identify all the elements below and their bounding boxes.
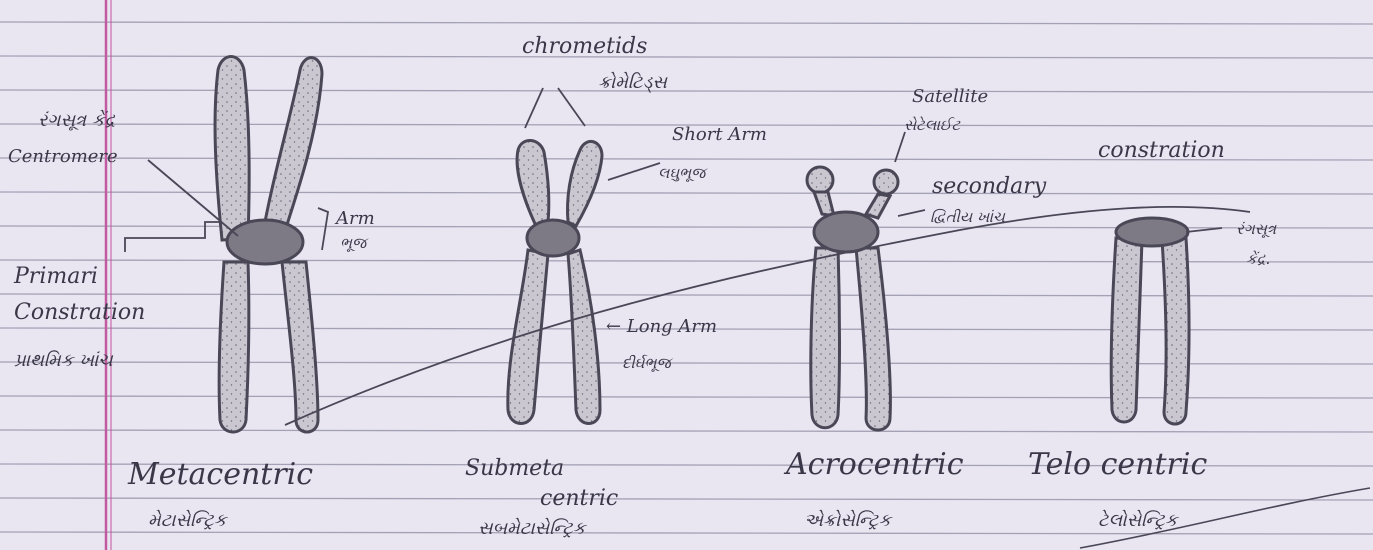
centromere (227, 220, 303, 264)
short-arm-pointer (608, 163, 660, 180)
metacentric-label: Metacentric (128, 460, 313, 490)
arm-guj-label: ભૂજ (340, 236, 366, 251)
submetacentric-label-1: Submeta (465, 458, 564, 480)
secondary-constriction-guj-label: દ્વિતીય ખાંચ (930, 210, 1005, 225)
centromere (1116, 218, 1188, 246)
metacentric-guj-label: મેટાસેન્ટ્રિક (148, 512, 226, 530)
ruled-line (0, 192, 1373, 194)
metacentric-chromosome (215, 57, 322, 433)
secondary-pointer (898, 210, 925, 216)
short-arm-left (517, 140, 549, 226)
chromatid-pointer-2 (558, 88, 585, 126)
telocentric-chromosome (1111, 218, 1189, 424)
arm-right (1162, 238, 1189, 424)
satellite-pointer (895, 132, 905, 162)
satellite-guj-label: સેટેલાઈટ (904, 118, 960, 133)
chromatid-lower-left (219, 262, 249, 432)
ruled-line (0, 430, 1373, 432)
acrocentric-guj-label: એક્રોસેન્ટ્રિક (804, 512, 891, 530)
arm-label: Arm (336, 210, 375, 228)
chromatids-label: chrometids (522, 36, 647, 58)
ruled-line (0, 532, 1373, 534)
telocentric-guj-label: ટેલોસેન્ટ્રિક (1098, 512, 1177, 530)
chromatid-upper-right (262, 58, 322, 240)
long-arm-left (811, 248, 840, 428)
secondary-constriction-label-1: secondary (932, 176, 1046, 198)
stalk-left (814, 192, 834, 216)
long-arm-left (508, 250, 548, 424)
telo-pointer (1186, 228, 1222, 232)
chromatid-pointer-1 (525, 88, 543, 128)
telo-centromere-guj-label-1: રંગસૂત્ર (1236, 222, 1276, 237)
satellite-label: Satellite (912, 88, 988, 106)
short-arm-guj-label: લઘુભૂજ (658, 166, 705, 181)
primary-constriction-label-2: Constration (14, 302, 145, 324)
centromere (814, 212, 878, 252)
primary-constriction-guj-label: પ્રાથમિક ખાંચ (14, 352, 113, 370)
telo-centromere-guj-label-2: કેંદ્ર. (1246, 252, 1270, 267)
stalk-right (866, 194, 890, 218)
long-arm-label: ← Long Arm (606, 318, 717, 336)
primary-constriction-label-1: Primari (14, 266, 98, 288)
chromatids-guj-label: ક્રોમેટિડ્સ (598, 74, 667, 92)
arm-bracket (318, 208, 328, 250)
centromere (527, 220, 579, 256)
long-arm-right (856, 248, 890, 430)
satellite-right (874, 170, 898, 194)
submetacentric-label-2: centric (540, 488, 618, 510)
pencil-curve (285, 207, 1250, 425)
long-arm-guj-label: દીર્ઘભૂજ (622, 356, 671, 371)
centromere-guj-label: રંગસૂત્ર કેંદ્ર (38, 112, 115, 130)
submetacentric-chromosome (508, 140, 602, 423)
ruled-line (0, 498, 1373, 500)
acrocentric-chromosome (807, 167, 898, 430)
acrocentric-label: Acrocentric (786, 450, 964, 480)
telocentric-label: Telo centric (1028, 450, 1207, 480)
centromere-label: Centromere (8, 148, 118, 166)
satellite-left (807, 167, 833, 193)
arm-left (1111, 238, 1142, 422)
ruled-line (0, 22, 1373, 24)
submetacentric-guj-label: સબમેટાસેન્ટ્રિક (478, 520, 585, 538)
chromatid-upper-left (215, 57, 249, 241)
ruled-line (0, 90, 1373, 92)
secondary-constriction-label-2: constration (1098, 140, 1225, 162)
short-arm-right (568, 141, 603, 226)
chromatid-lower-right (282, 262, 318, 432)
ruled-line (0, 56, 1373, 58)
short-arm-label: Short Arm (672, 126, 767, 144)
